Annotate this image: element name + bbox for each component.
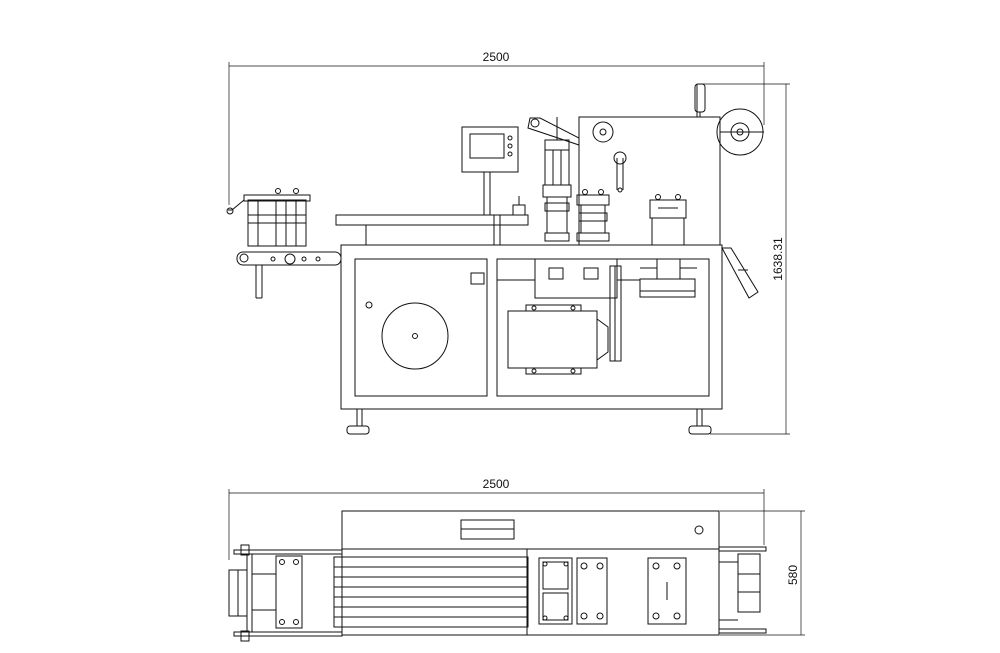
top-cutting-plate: [647, 557, 687, 625]
sealing-station: [576, 189, 610, 242]
front-view: 2500 1638.31: [226, 50, 790, 435]
top-left-feeder: [228, 544, 343, 642]
cabinet-right-unit: [639, 258, 697, 298]
output-chute: [721, 247, 759, 299]
front-height-label: 1638.31: [771, 237, 785, 281]
left-door: [365, 272, 485, 370]
main-cabinet: [340, 244, 723, 410]
top-forming-plates: [538, 557, 608, 625]
feeding-table: [335, 196, 529, 245]
feeding-unit: [226, 188, 311, 247]
top-depth-label: 580: [786, 565, 800, 585]
left-conveyor: [236, 251, 342, 299]
front-width-dimension: 2500: [228, 50, 765, 205]
film-roll: [716, 108, 764, 156]
machine-feet: [346, 409, 712, 435]
top-feed-table: [333, 556, 529, 628]
top-width-dimension: 2500: [228, 477, 765, 560]
forming-station: [542, 117, 572, 242]
top-width-label: 2500: [483, 477, 510, 491]
control-panel: [461, 126, 519, 245]
tension-arm: [527, 117, 627, 193]
top-depth-dimension: 580: [720, 510, 805, 636]
upper-frame: [578, 83, 721, 246]
motor-assembly: [497, 258, 640, 375]
cutting-station: [649, 194, 687, 246]
top-view: 2500 580: [228, 477, 805, 642]
front-width-label: 2500: [483, 50, 510, 64]
front-height-dimension: 1638.31: [700, 83, 790, 435]
top-main-body: [341, 510, 720, 636]
top-right-output: [718, 546, 767, 634]
